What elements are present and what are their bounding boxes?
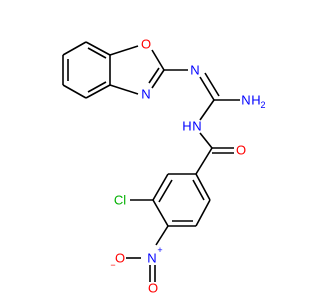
amine-h-count-label: 2 — [260, 100, 265, 110]
oxazole-ring — [109, 45, 165, 95]
nitro-oxygen-bottom-label: O — [148, 281, 158, 296]
nitro-minus-charge: − — [110, 260, 115, 270]
carbonyl-oxygen-label: O — [236, 143, 246, 158]
ring-nitrogen-label: N — [141, 87, 150, 102]
imine-nitrogen-label: N — [190, 63, 199, 78]
chloronitro-benzene-ring — [152, 173, 211, 227]
background — [0, 0, 300, 300]
nitro-oxygen-left-label: O — [115, 251, 125, 266]
structure-canvas: O N N N H 2 H N O Cl N + O − O — [0, 0, 300, 300]
carbonyl-bonds — [195, 147, 234, 175]
nitro-nitrogen-label: N — [147, 251, 156, 266]
benzoxazole-benzene-ring — [62, 41, 111, 99]
amine-nitrogen-label: N — [241, 93, 250, 108]
chlorine-label: Cl — [114, 193, 126, 208]
guanidine-bonds — [164, 69, 240, 149]
substituent-bonds — [126, 199, 169, 282]
molecule-structure: O N N N H 2 H N O Cl N + O − O — [0, 0, 300, 300]
amine-hydrogen-label: H — [251, 93, 260, 108]
nitro-plus-charge: + — [157, 245, 162, 255]
amide-hydrogen-label: H — [182, 119, 191, 134]
ring-oxygen-label: O — [141, 37, 151, 52]
amide-nitrogen-label: N — [192, 119, 201, 134]
